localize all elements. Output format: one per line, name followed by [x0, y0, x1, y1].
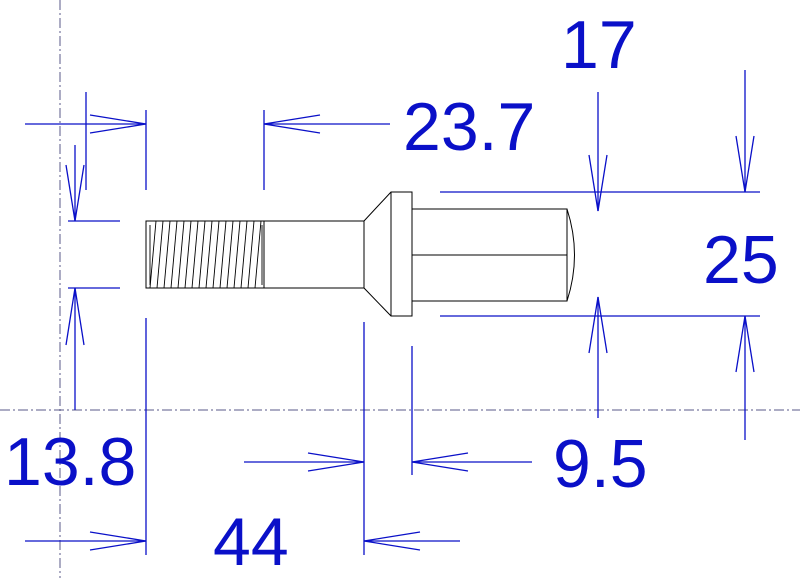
dim-label-thread-diameter: 13.8 [4, 424, 136, 500]
dim-thread-length: 23.7 [25, 89, 535, 190]
dim-label-head-diameter: 25 [703, 222, 779, 298]
dim-hex-size: 17 [440, 7, 760, 418]
thread-lines [149, 220, 263, 289]
dim-label-hex-size: 17 [561, 7, 637, 83]
plain-shank [264, 220, 365, 289]
bolt-part [145, 191, 575, 317]
hex-end-arc [566, 208, 575, 302]
cone-seat [363, 191, 413, 317]
dim-collar-thickness: 9.5 [244, 346, 648, 502]
dim-label-thread-length: 23.7 [403, 89, 535, 165]
dim-thread-diameter: 13.8 [4, 145, 136, 500]
dim-label-total-length: 44 [213, 504, 289, 578]
dim-total-length: 44 [25, 318, 460, 578]
dim-head-diameter: 25 [703, 70, 779, 440]
dim-label-collar-thickness: 9.5 [553, 426, 648, 502]
